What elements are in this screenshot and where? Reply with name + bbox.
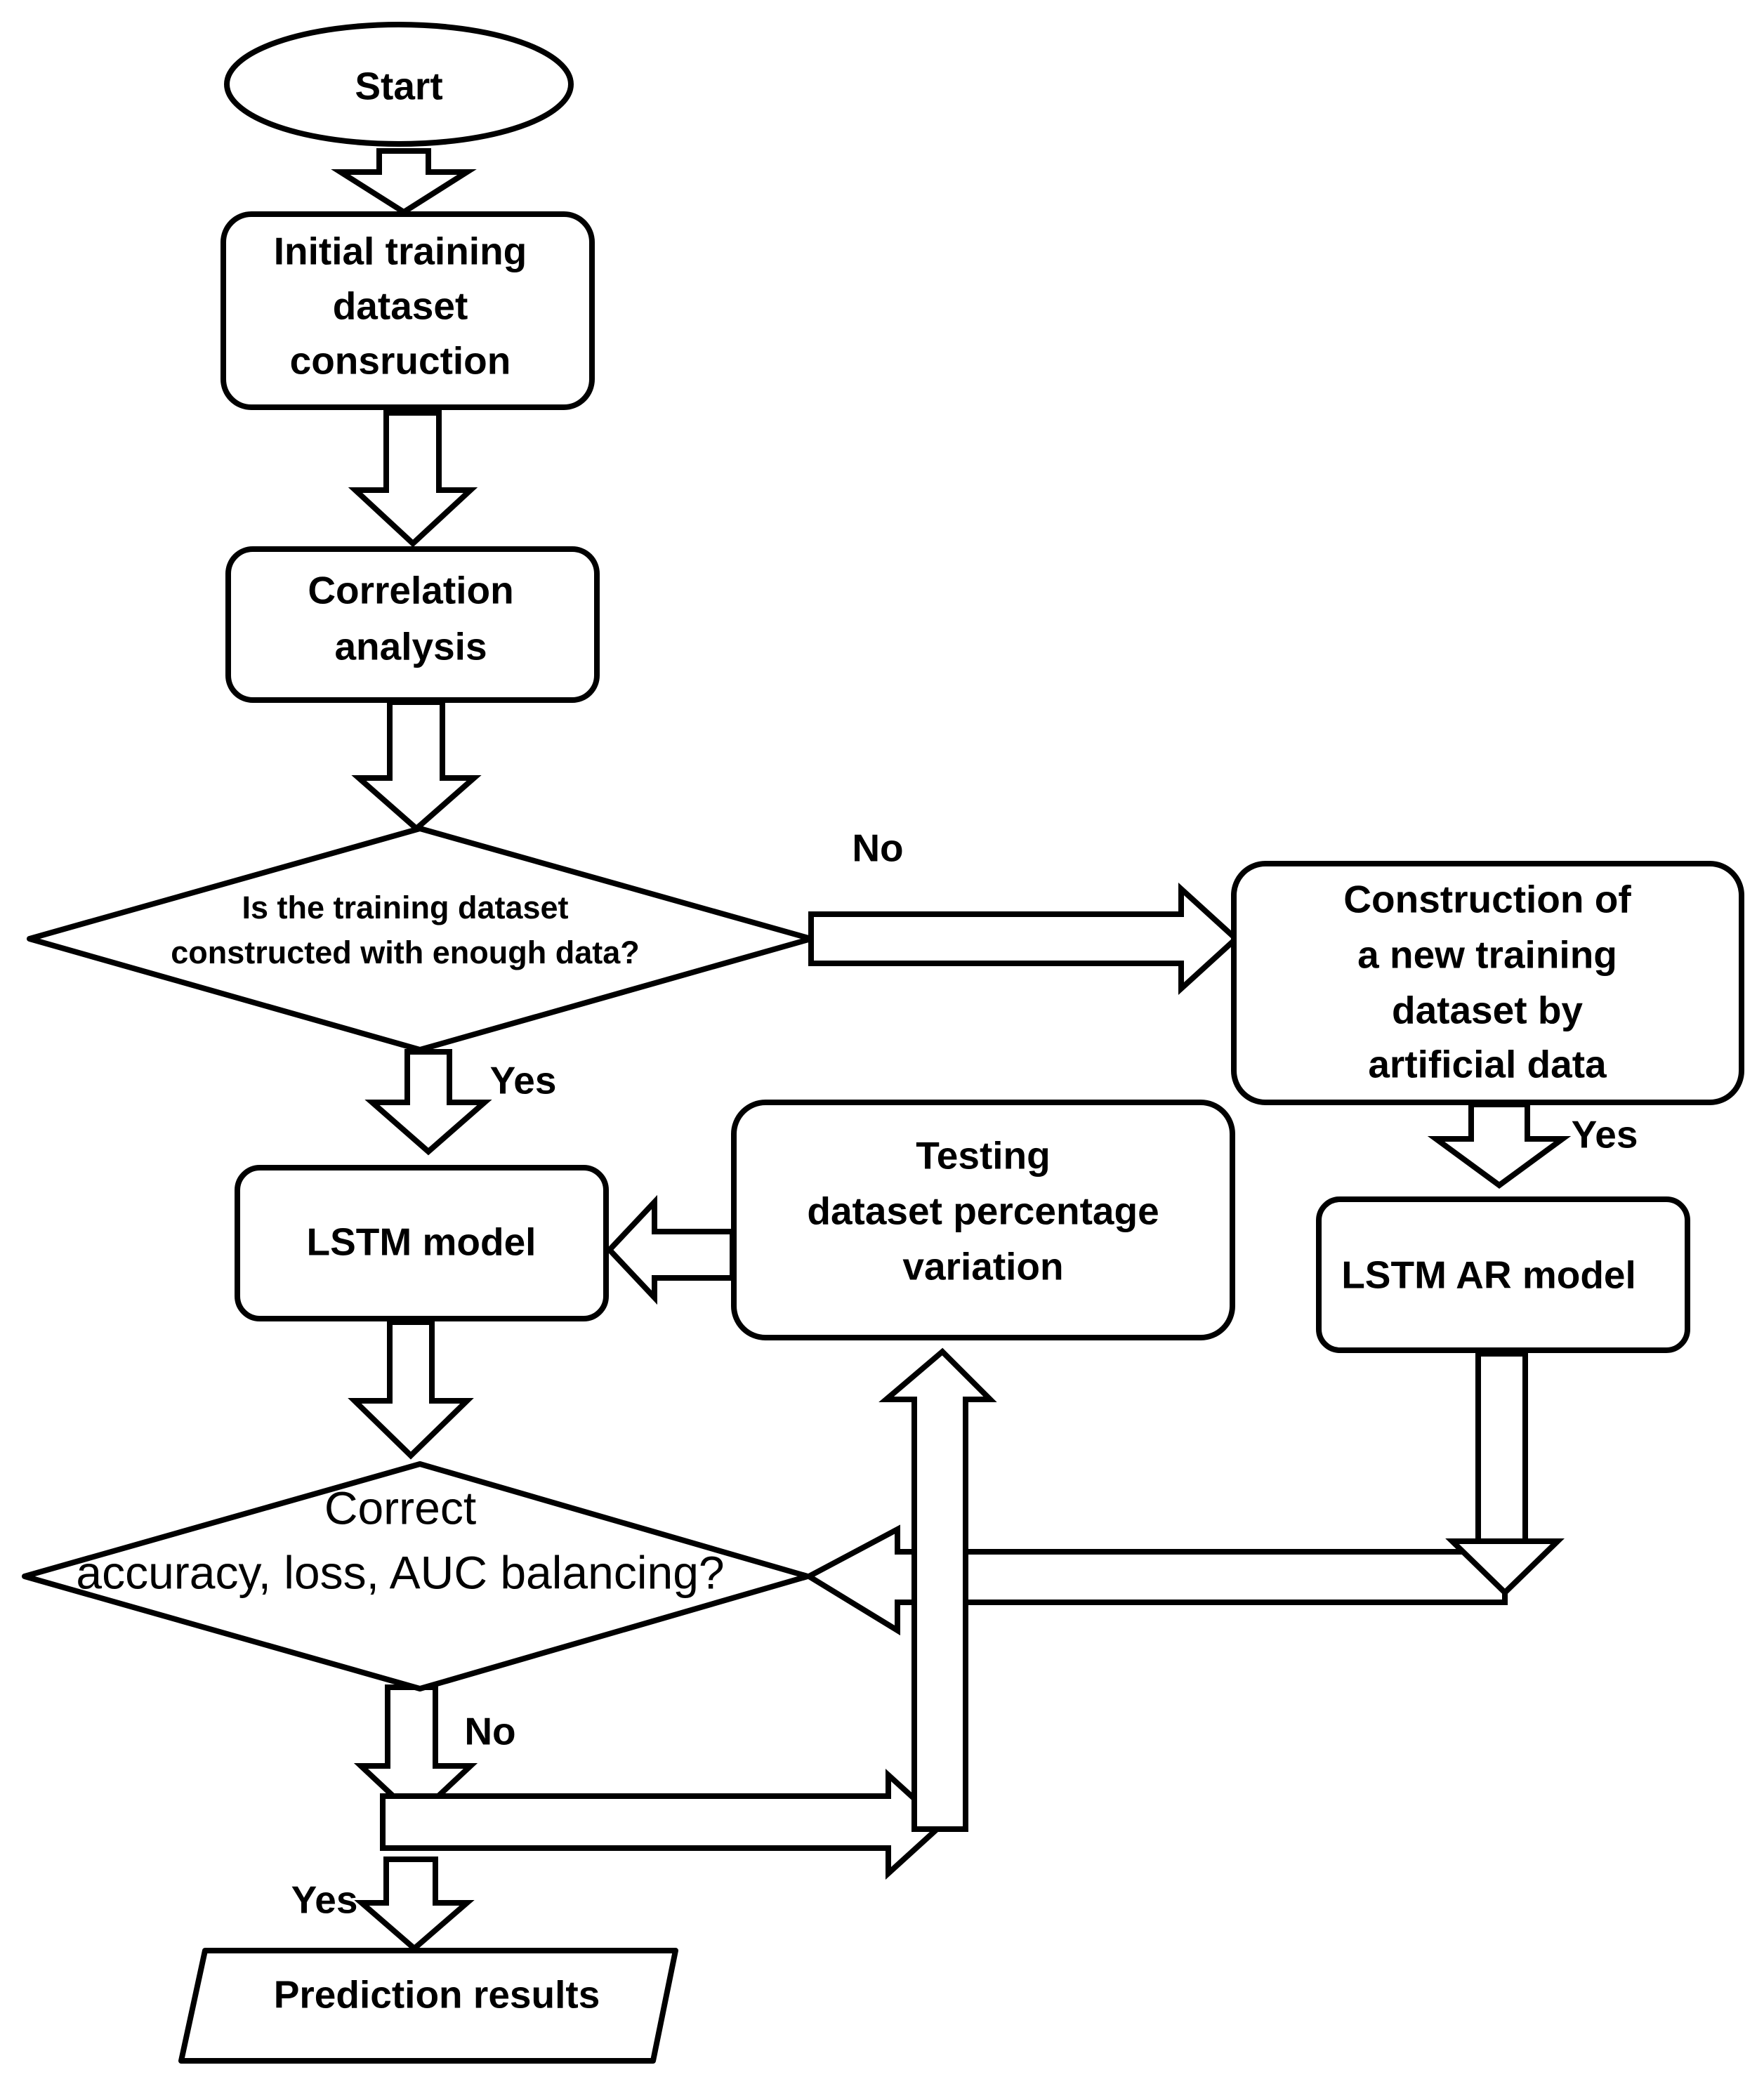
edge-label-yes-lstm: Yes (490, 1059, 557, 1102)
edge-label-no-testing: No (464, 1710, 515, 1753)
testing-line-3: variation (902, 1245, 1063, 1288)
testing-variation-node: Testing dataset percentage variation (731, 1100, 1235, 1340)
construction-line-2: a new training (1357, 933, 1617, 977)
edge-label-yes-ar: Yes (1572, 1113, 1638, 1156)
lstm-ar-model-label: LSTM AR model (1341, 1253, 1636, 1297)
decision-enough-data: Is the training dataset constructed with… (27, 826, 814, 1053)
lstm-model-node: LSTM model (235, 1165, 609, 1321)
decision-enough-data-line-2: constructed with enough data? (171, 935, 640, 970)
arrow-decision-to-lstm (364, 1049, 492, 1156)
construction-new-node: Construction of a new training dataset b… (1231, 861, 1744, 1105)
lstm-model-label: LSTM model (307, 1220, 537, 1264)
prediction-results-label: Prediction results (274, 1973, 600, 2017)
decision-balancing-line-1: Correct (324, 1482, 476, 1534)
construction-line-4: artificial data (1368, 1043, 1607, 1086)
arrow-decision2-down-no (353, 1684, 478, 1821)
arrow-testing-to-lstm (605, 1194, 735, 1305)
construction-line-1: Construction of (1343, 878, 1631, 921)
start-node: Start (224, 22, 574, 147)
edge-label-yes-prediction: Yes (291, 1878, 358, 1922)
arrow-start-to-initial (331, 148, 477, 216)
decision-enough-data-line-1: Is the training dataset (242, 890, 568, 925)
arrow-correlation-to-decision (351, 699, 482, 833)
prediction-results-node: Prediction results (178, 1948, 678, 2064)
correlation-line-2: analysis (334, 625, 487, 668)
initial-training-line-2: dataset (333, 284, 468, 328)
correlation-node: Correlation analysis (225, 546, 600, 703)
decision-balancing-line-2: accuracy, loss, AUC balancing? (76, 1546, 724, 1598)
lstm-ar-model-node: LSTM AR model (1316, 1196, 1690, 1353)
initial-training-line-1: Initial training (274, 230, 527, 273)
correlation-line-1: Correlation (308, 569, 513, 612)
edge-label-no-construction: No (852, 826, 903, 870)
arrow-initial-to-correlation (348, 410, 478, 548)
testing-line-1: Testing (916, 1134, 1050, 1178)
arrow-no-to-testing (380, 1768, 947, 1880)
arrow-to-prediction (354, 1857, 475, 1953)
arrow-lstm-to-decision2 (348, 1319, 474, 1460)
initial-training-node: Initial training dataset consruction (220, 211, 595, 410)
arrow-decision-to-construction (808, 882, 1240, 996)
arrow-up-to-testing (878, 1347, 997, 1832)
testing-line-2: dataset percentage (807, 1189, 1159, 1233)
start-label: Start (355, 65, 442, 108)
decision-balancing: Correct accuracy, loss, AUC balancing? (22, 1461, 810, 1691)
construction-line-3: dataset by (1392, 989, 1583, 1032)
arrow-ar-head (1445, 1538, 1565, 1597)
initial-training-line-3: consruction (290, 339, 511, 383)
arrow-construction-to-ar (1427, 1102, 1572, 1189)
